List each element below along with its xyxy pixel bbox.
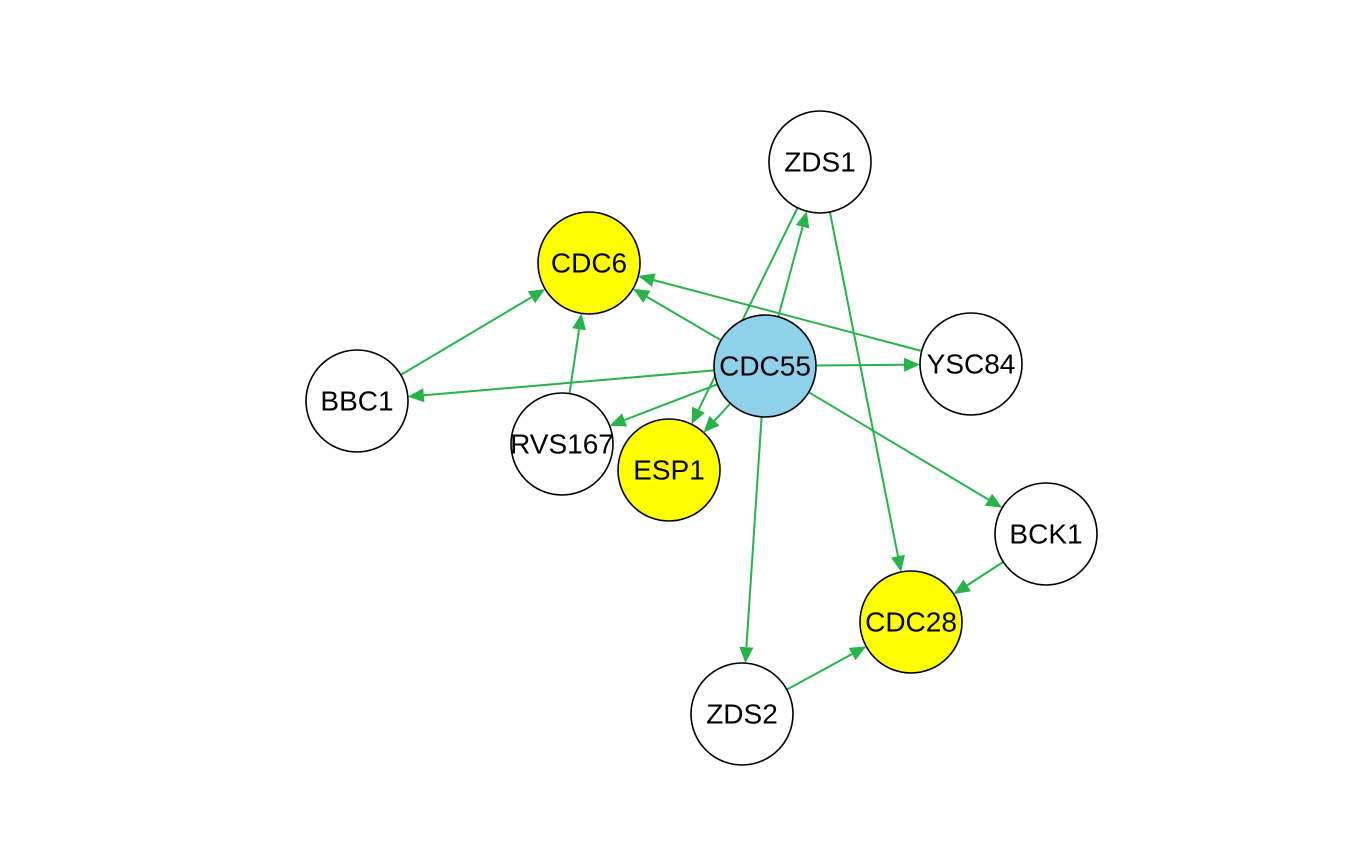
edge-zds2-to-cdc28 <box>786 646 867 691</box>
edge-cdc55-to-esp1 <box>703 402 732 433</box>
edge-line <box>423 369 715 397</box>
node-circle[interactable] <box>768 110 872 214</box>
node-label: ZDS1 <box>784 147 856 178</box>
arrowhead <box>527 289 546 304</box>
edge-line <box>828 211 899 557</box>
edge-cdc55-to-ysc84 <box>815 357 920 372</box>
node-cdc6[interactable]: CDC6 <box>537 211 641 315</box>
arrowhead <box>638 273 656 287</box>
edge-line <box>966 561 1004 587</box>
edge-line <box>815 363 905 367</box>
node-circle[interactable] <box>994 482 1098 586</box>
edge-cdc55-to-rvs167 <box>609 383 718 427</box>
node-label: YSC84 <box>927 349 1016 380</box>
edge-line <box>777 226 804 318</box>
arrowhead <box>572 313 586 331</box>
node-label: CDC55 <box>719 351 811 382</box>
node-circle[interactable] <box>510 392 614 496</box>
node-cdc28[interactable]: CDC28 <box>859 570 963 674</box>
node-cdc55[interactable]: CDC55 <box>713 314 817 418</box>
node-bck1[interactable]: BCK1 <box>994 482 1098 586</box>
node-label: RVS167 <box>510 429 614 460</box>
node-bbc1[interactable]: BBC1 <box>305 349 409 453</box>
edge-cdc55-to-zds1 <box>777 211 810 318</box>
edge-line <box>653 279 922 352</box>
edge-line <box>646 295 722 342</box>
node-zds1[interactable]: ZDS1 <box>768 110 872 214</box>
edge-line <box>400 296 532 376</box>
edge-cdc55-to-bbc1 <box>407 369 715 403</box>
arrowhead <box>984 493 1003 508</box>
edge-cdc55-to-bck1 <box>808 391 1003 508</box>
node-circle[interactable] <box>919 312 1023 416</box>
node-label: BBC1 <box>320 386 393 417</box>
arrowhead <box>953 579 971 595</box>
arrowhead <box>703 416 720 433</box>
arrowhead <box>903 357 920 372</box>
edge-cdc55-to-cdc6 <box>633 288 722 342</box>
edge-bck1-to-cdc28 <box>953 561 1004 595</box>
node-esp1[interactable]: ESP1 <box>617 418 721 522</box>
arrowhead <box>691 406 705 425</box>
edge-ysc84-to-cdc6 <box>638 273 922 352</box>
arrowhead <box>891 554 905 572</box>
node-ysc84[interactable]: YSC84 <box>919 312 1023 416</box>
node-circle[interactable] <box>537 211 641 315</box>
edges-layer <box>400 207 1004 691</box>
node-zds2[interactable]: ZDS2 <box>690 662 794 766</box>
node-label: BCK1 <box>1009 519 1082 550</box>
edge-line <box>808 391 990 501</box>
node-label: CDC6 <box>551 248 627 279</box>
arrowhead <box>609 413 628 427</box>
arrowhead <box>848 646 867 661</box>
edge-line <box>713 402 732 422</box>
edge-line <box>568 329 581 394</box>
edge-line <box>786 653 853 691</box>
edge-line <box>624 383 718 421</box>
edge-zds1-to-cdc28 <box>828 211 905 572</box>
node-label: ZDS2 <box>706 699 778 730</box>
edge-line <box>745 416 763 648</box>
node-circle[interactable] <box>690 662 794 766</box>
arrowhead <box>739 646 754 664</box>
edge-bbc1-to-cdc6 <box>400 289 546 376</box>
arrowhead <box>795 211 810 229</box>
node-rvs167[interactable]: RVS167 <box>510 392 614 496</box>
node-circle[interactable] <box>713 314 817 418</box>
node-circle[interactable] <box>617 418 721 522</box>
arrowhead <box>633 288 651 303</box>
node-label: ESP1 <box>633 455 705 486</box>
node-circle[interactable] <box>859 570 963 674</box>
node-circle[interactable] <box>305 349 409 453</box>
arrowhead <box>407 388 425 403</box>
node-label: CDC28 <box>865 607 957 638</box>
edge-cdc55-to-zds2 <box>739 416 763 664</box>
